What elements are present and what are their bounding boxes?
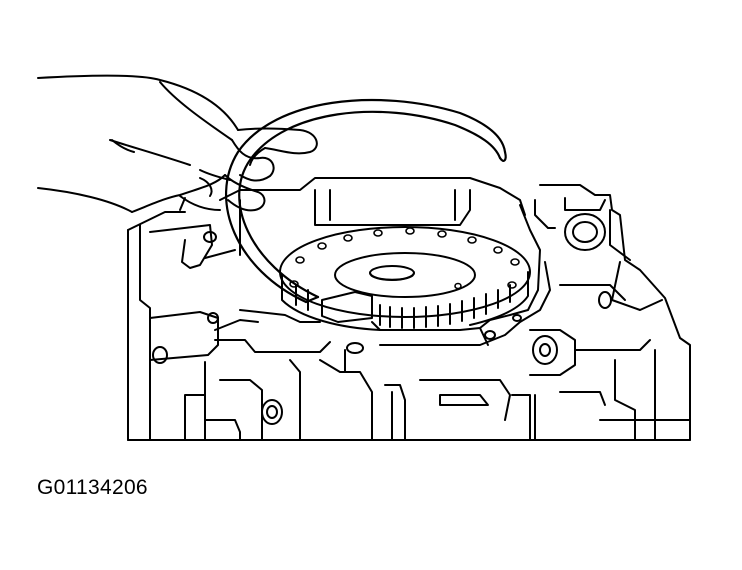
upper-right-bore [565,214,605,250]
figure-id-label: G01134206 [37,476,148,499]
drum-holes [290,228,519,289]
lower-left-port [262,400,282,424]
clutch-drum [280,227,530,330]
right-bolt-boss [533,336,557,364]
left-bolt-hole [153,347,167,363]
case-cavity [204,178,550,345]
snap-ring [226,100,506,302]
tab-block [322,292,372,322]
hand [38,76,317,212]
drum-hub [335,253,475,297]
transmission-case [128,185,690,440]
